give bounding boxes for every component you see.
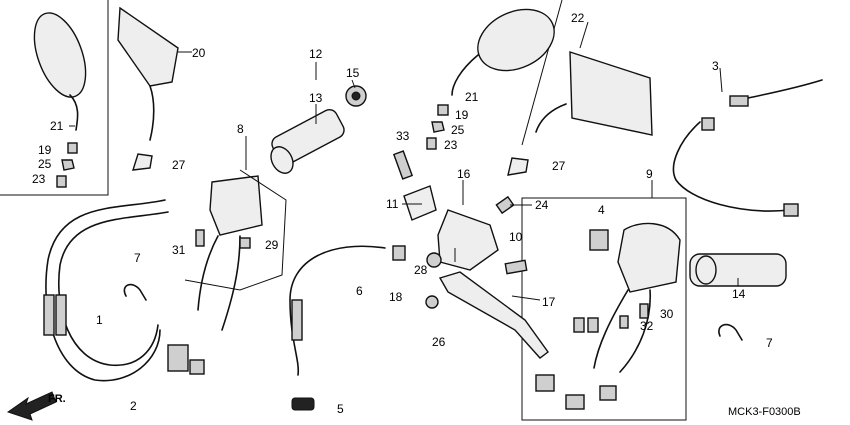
callout-10: 10: [509, 230, 523, 244]
lever-holder-clamp: [403, 185, 437, 221]
callout-25a: 25: [38, 157, 52, 171]
screw-29: [239, 237, 251, 249]
pivot-nut: [425, 295, 439, 309]
callout-33: 33: [396, 129, 410, 143]
screw-30-32: [619, 303, 649, 329]
callout-32: 32: [640, 319, 654, 333]
callout-8: 8: [237, 122, 244, 136]
throttle-grip: [270, 108, 345, 174]
panel-dividers: [0, 0, 687, 421]
callout-17: 17: [542, 295, 556, 309]
front-direction-arrow: FR.: [6, 391, 66, 421]
callout-24: 24: [535, 198, 549, 212]
callout-21b: 21: [465, 90, 479, 104]
callout-13: 13: [309, 91, 323, 105]
callout-9: 9: [646, 167, 653, 181]
callout-29: 29: [265, 238, 279, 252]
lock-nut: [426, 252, 442, 268]
adjuster-bolt: [392, 245, 406, 261]
callout-31: 31: [172, 243, 186, 257]
clutch-lever-bracket: [437, 209, 499, 271]
holder-bolt: [392, 150, 414, 180]
callout-28: 28: [414, 263, 428, 277]
direction-label: FR.: [48, 393, 66, 405]
callout-18: 18: [389, 290, 403, 304]
clutch-switch: [504, 259, 528, 275]
mirror-nut-washers-left: [56, 142, 78, 188]
callout-19a: 19: [38, 143, 52, 157]
callout-23a: 23: [32, 172, 46, 186]
wire-clip-right: [718, 323, 743, 341]
mirror-nut-washers-right: [426, 104, 449, 150]
right-switch-housing: [535, 222, 681, 410]
screw-31: [195, 229, 205, 247]
throttle-cables: [43, 199, 169, 382]
callout-26: 26: [432, 335, 446, 349]
callout-4: 4: [598, 203, 605, 217]
right-mirror-large: [535, 51, 653, 136]
callout-labels: 1 2 3 4 5 6 7 7 8 9 10 11 12 13 14 15 16…: [32, 11, 773, 416]
callout-7b: 7: [766, 336, 773, 350]
choke-cable: [672, 79, 823, 217]
switch-button: [589, 229, 609, 251]
callout-2: 2: [130, 399, 137, 413]
clutch-cable: [289, 245, 386, 411]
callout-22: 22: [571, 11, 585, 25]
mirror-boot-left: [132, 153, 153, 171]
callout-16: 16: [457, 167, 471, 181]
callout-1: 1: [96, 313, 103, 327]
left-switch-housing: [167, 169, 287, 375]
grip-end-weight: [345, 85, 367, 107]
callout-21a: 21: [50, 119, 64, 133]
callout-leaders: [69, 21, 739, 301]
callout-20: 20: [192, 46, 206, 60]
callout-12: 12: [309, 47, 323, 61]
right-mirror-small: [451, 8, 555, 96]
callout-7a: 7: [134, 251, 141, 265]
wire-clip-left: [123, 283, 147, 301]
callout-5: 5: [337, 402, 344, 416]
callout-25b: 25: [451, 123, 465, 137]
callout-23b: 23: [444, 138, 458, 152]
pivot-bolt: [495, 195, 515, 215]
callout-27b: 27: [552, 159, 566, 173]
clutch-lever: [438, 271, 549, 359]
callout-15: 15: [346, 66, 360, 80]
callout-6: 6: [356, 284, 363, 298]
left-mirror-large: [117, 6, 179, 141]
mirror-boot-right: [507, 157, 529, 176]
diagram-code: MCK3-F0300B: [728, 406, 801, 418]
callout-19b: 19: [455, 108, 469, 122]
callout-11: 11: [386, 197, 399, 211]
callout-3: 3: [712, 59, 719, 73]
callout-27a: 27: [172, 158, 186, 172]
left-mirror-small: [33, 12, 87, 131]
callout-14: 14: [732, 287, 746, 301]
callout-30: 30: [660, 307, 674, 321]
